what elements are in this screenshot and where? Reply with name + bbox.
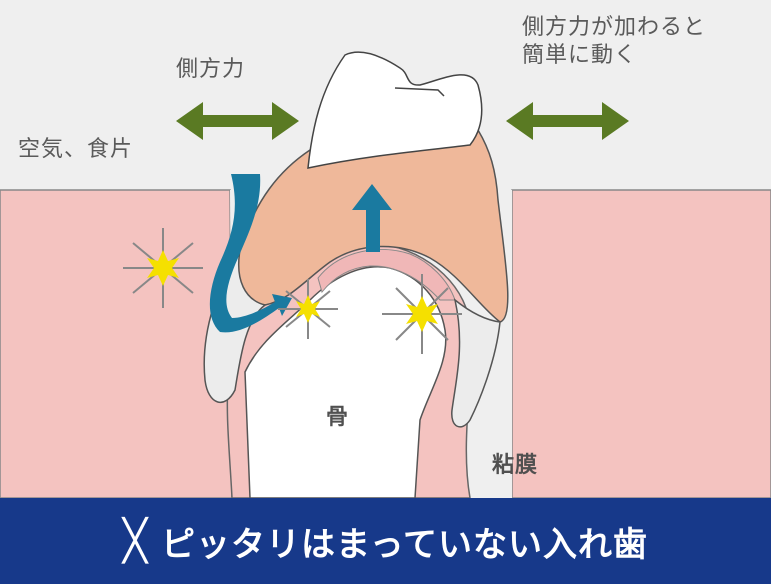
tooth-groove	[394, 87, 445, 97]
cross-icon: ╳	[122, 518, 148, 564]
label-bone: 骨	[326, 405, 350, 430]
double-arrow-left-icon	[176, 102, 299, 140]
double-arrow-right-icon	[506, 102, 629, 140]
caption-banner: ╳ ピッタリはまっていない入れ歯	[0, 498, 771, 584]
gum-left	[0, 189, 233, 499]
flow-arrow-icon	[209, 174, 292, 333]
up-arrow-icon	[352, 184, 392, 252]
tooth-crown	[307, 51, 483, 169]
label-mucosa: 粘膜	[492, 453, 539, 478]
gum-right	[511, 189, 771, 499]
caption-text: ピッタリはまっていない入れ歯	[161, 524, 649, 565]
pain-star-icon-2	[278, 279, 338, 339]
pain-star-icon-3	[382, 274, 462, 354]
label-air-food: 空気、食片	[18, 137, 134, 162]
pain-star-icon-1	[123, 228, 203, 308]
label-moves-easily: 側方力が加わると 簡単に動く	[522, 15, 707, 68]
flange-right	[451, 298, 501, 428]
label-lateral-force: 側方力	[176, 57, 246, 82]
